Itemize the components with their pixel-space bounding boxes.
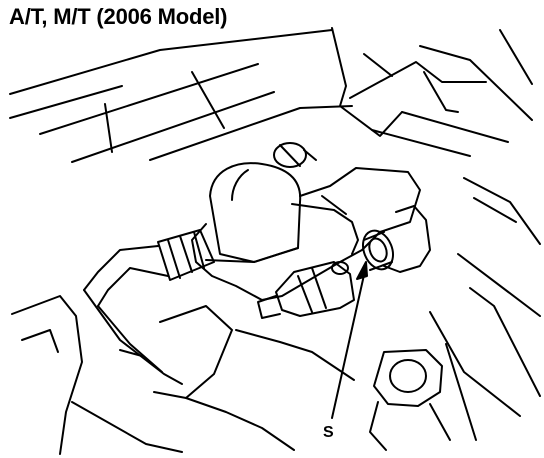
callout-label-s: S [323,424,334,441]
wire-harness [83,229,215,385]
callout-leader [331,261,368,419]
rear-connector [273,142,317,168]
bracket-plate [331,27,533,157]
sensor-body [191,162,421,301]
mounting-bolt [362,205,431,273]
diagram-title: A/T, M/T (2006 Model) [9,4,228,29]
lower-plug [257,261,355,319]
lower-bolt [369,349,451,451]
engine-block [11,295,355,455]
intake-tubes [9,29,353,163]
right-assembly [429,177,541,441]
